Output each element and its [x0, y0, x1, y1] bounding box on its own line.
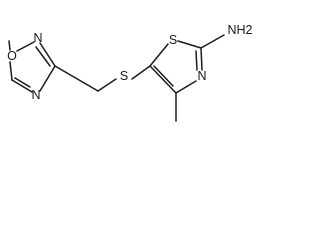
- thiazole-sulfur-label: S: [169, 33, 177, 47]
- bond-n2-c3-double: [35, 46, 51, 67]
- molecule-structure: O N N S S N NH2: [7, 23, 253, 122]
- bond-c5-o1: [8, 40, 11, 51]
- bond-ch2-s: [97, 78, 117, 92]
- bond-n3-c4: [175, 80, 197, 94]
- bond-c2-amine: [200, 34, 225, 49]
- nitrogen-label-bottom: N: [31, 88, 40, 102]
- linker-sulfur-label: S: [120, 69, 128, 83]
- bond-c2-n3-double: [195, 50, 198, 71]
- bond-c3-ch2: [54, 65, 99, 92]
- bond-s-c5thiazole: [131, 65, 151, 80]
- bond-c4-c5: [149, 65, 177, 94]
- bond-n4-c5: [11, 79, 33, 93]
- bond-c5-ring-left: [9, 61, 13, 81]
- bond-n4-c5-double: [14, 77, 31, 88]
- bond-c2-n3: [200, 47, 203, 71]
- oxygen-label: O: [7, 49, 17, 63]
- oxadiazole-ring: [8, 40, 56, 93]
- bond-c4-c5-double: [153, 65, 174, 87]
- bond-o1-n2: [16, 41, 35, 52]
- bond-c5-s1: [149, 43, 169, 67]
- amine-label: NH2: [227, 23, 252, 37]
- bond-s1-c2: [177, 40, 202, 49]
- bond-c3-n4: [39, 65, 56, 92]
- nitrogen-label-top: N: [33, 31, 42, 45]
- thiazole-nitrogen-label: N: [197, 69, 206, 83]
- bond-n2-c3: [39, 42, 56, 67]
- thiazole-ring: [149, 40, 203, 94]
